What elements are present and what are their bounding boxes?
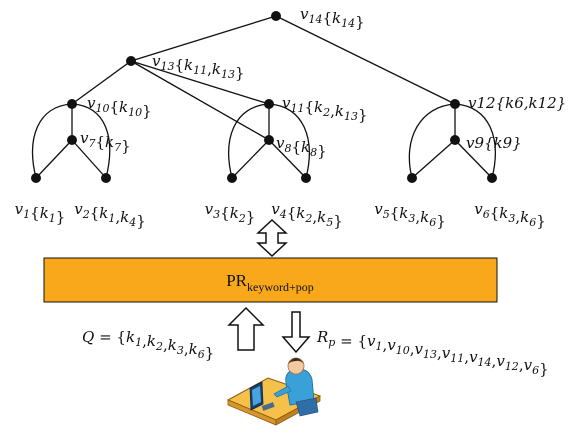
node-v5 <box>407 173 417 183</box>
edge-v7-v1 <box>35 139 73 179</box>
result-text: Rp = {v1,v10,v13,v11,v14,v12,v6} <box>316 328 549 378</box>
edge-v8-v4 <box>268 139 307 179</box>
label-v12: v12{k6,k12} <box>468 94 566 112</box>
pr-box-label: PRkeyword+pop <box>226 271 314 294</box>
node-v4 <box>301 173 311 183</box>
bidirectional-arrow-icon <box>256 218 288 258</box>
node-v8 <box>264 135 274 145</box>
curve-v12-v5 <box>408 103 456 179</box>
edge-v13-v8 <box>130 60 270 141</box>
node-v9 <box>450 135 460 145</box>
node-labels: v14{k14} v13{k11,k13}v10{k10} v7{k7} v11{k2… <box>15 5 567 230</box>
node-v14 <box>271 11 281 21</box>
label-v1: v1{k1} <box>15 200 66 226</box>
edge-v8-v3 <box>231 139 270 179</box>
node-v1 <box>31 173 41 183</box>
node-v6 <box>487 173 497 183</box>
node-v12 <box>450 99 460 109</box>
node-v13 <box>126 56 136 66</box>
pr-sub: keyword+pop <box>247 280 314 294</box>
label-v2: v2{k1,k4} <box>74 200 146 230</box>
curve-v11-v4 <box>268 103 310 179</box>
pr-box <box>43 257 498 303</box>
nodes <box>31 11 497 183</box>
label-v14: v14{k14} <box>300 5 365 31</box>
curve-v11-v3 <box>228 103 270 179</box>
label-v11: v11{k2,k13} <box>282 94 368 124</box>
label-v7: v7{k7} <box>80 129 131 155</box>
label-v6: v6{k3,k6} <box>474 200 546 230</box>
curve-v12-v6 <box>454 103 496 179</box>
edge-v13-v10 <box>71 60 132 105</box>
node-v10 <box>67 99 77 109</box>
label-v5: v5{k3,k6} <box>374 200 446 230</box>
edge-v7-v2 <box>71 139 107 179</box>
edge-v9-v5 <box>411 139 456 179</box>
edge-v14-v13 <box>130 15 277 62</box>
node-v7 <box>67 135 77 145</box>
query-up-arrow-icon <box>227 306 265 351</box>
label-v9: v9{k9} <box>466 134 522 152</box>
curve-v10-v2 <box>71 103 111 179</box>
edge-v9-v6 <box>454 139 493 179</box>
node-v11 <box>264 99 274 109</box>
curve-v10-v1 <box>32 103 73 179</box>
node-v3 <box>227 173 237 183</box>
node-v2 <box>101 173 111 183</box>
edges <box>32 15 496 179</box>
edge-v14-v12 <box>275 15 456 105</box>
query-text: Q = {k1,k2,k3,k6} <box>82 328 214 362</box>
label-v10: v10{k10} <box>87 94 152 120</box>
label-v13: v13{k11,k13} <box>152 52 245 82</box>
label-v3: v3{k2} <box>205 200 256 226</box>
label-v8: v8{k8} <box>276 134 327 160</box>
pr-main: PR <box>226 271 247 290</box>
user-at-computer-icon <box>226 357 322 426</box>
edge-v13-v11 <box>130 60 270 105</box>
label-v4: v4{k2,k5} <box>271 200 343 230</box>
result-down-arrow-icon <box>281 311 311 354</box>
